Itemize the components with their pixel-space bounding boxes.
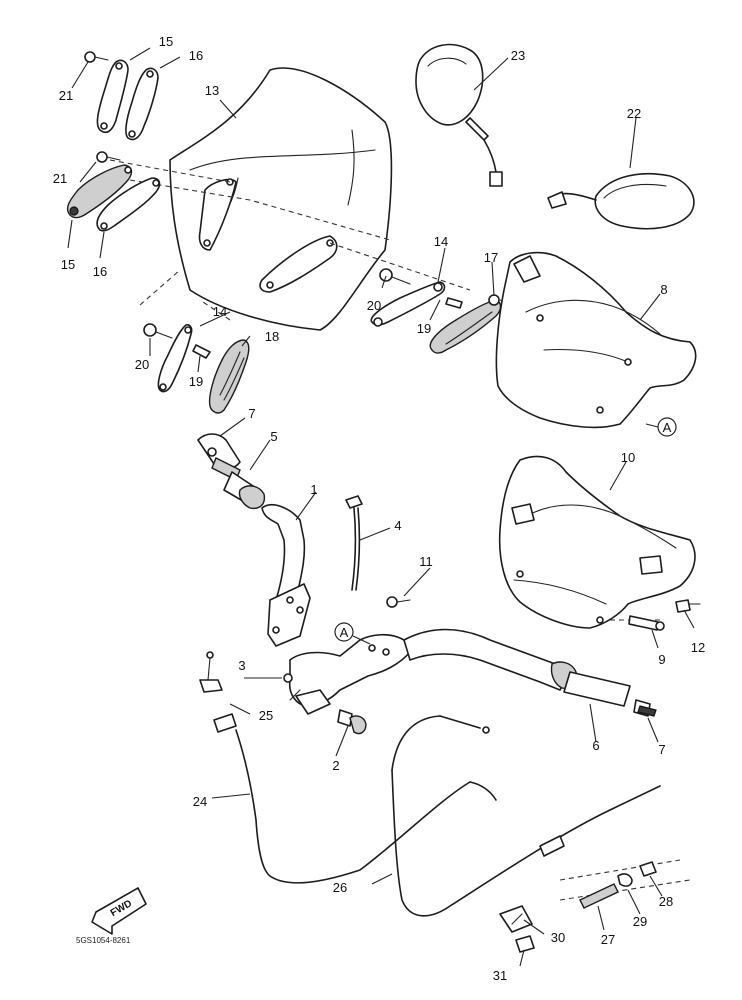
left-mount-stay	[143, 323, 250, 414]
adjuster-27-29	[559, 859, 691, 909]
fwd-arrow: FWD	[91, 887, 147, 935]
callout-7: 7	[658, 742, 665, 757]
callout-30: 30	[551, 930, 565, 945]
callout-15: 15	[61, 257, 75, 272]
inner-panel	[498, 455, 696, 629]
harness-clip-4	[345, 495, 363, 591]
callout-9: 9	[658, 652, 665, 667]
callout-4: 4	[394, 518, 401, 533]
handlebar-clamp	[288, 633, 411, 715]
callout-15: 15	[159, 34, 173, 49]
cable-26	[391, 715, 661, 917]
callout-13: 13	[205, 83, 219, 98]
mirror-left	[415, 43, 503, 187]
callout-17: 17	[484, 250, 498, 265]
callout-16: 16	[93, 264, 107, 279]
callout-19: 19	[417, 321, 431, 336]
callout-20: 20	[135, 357, 149, 372]
callout-2: 2	[332, 758, 339, 773]
callout-22: 22	[627, 106, 641, 121]
callout-14: 14	[434, 234, 448, 249]
callout-20: 20	[367, 298, 381, 313]
callout-25: 25	[259, 708, 273, 723]
reference-a-cowl: A	[645, 417, 677, 437]
ref-label-a: A	[663, 420, 672, 435]
handlebar-left	[261, 504, 311, 647]
callout-8: 8	[660, 282, 667, 297]
callout-26: 26	[333, 880, 347, 895]
callout-16: 16	[189, 48, 203, 63]
upper-bracket-set	[66, 51, 161, 232]
callout-12: 12	[691, 640, 705, 655]
windshield	[169, 67, 393, 331]
callout-labels: 15 16 13 21 21 15 16 14 18 20 19 7 5 1 4…	[53, 34, 705, 983]
callout-21: 21	[53, 171, 67, 186]
drawing-code: 5GS1054-8261	[76, 936, 131, 945]
nut-2	[337, 709, 367, 735]
handlebar-right	[403, 628, 657, 717]
leader-lines	[67, 47, 695, 967]
bolt-11	[386, 596, 411, 608]
callout-19: 19	[189, 374, 203, 389]
ref-label-a: A	[340, 625, 349, 640]
throttle-cable-24	[199, 651, 497, 884]
screws-9-12	[628, 599, 701, 631]
bolt-3	[283, 673, 293, 683]
mirror-right	[547, 173, 695, 230]
callout-3: 3	[238, 658, 245, 673]
grip-top	[197, 433, 266, 510]
callout-14: 14	[213, 304, 227, 319]
callout-18: 18	[265, 329, 279, 344]
callout-31: 31	[493, 968, 507, 983]
callout-6: 6	[592, 738, 599, 753]
callout-21: 21	[59, 88, 73, 103]
bolt-31	[515, 935, 535, 953]
bracket-30	[499, 905, 533, 933]
right-mount-stay	[370, 268, 502, 354]
cowl	[495, 251, 697, 429]
reference-a-bar: A	[334, 622, 371, 645]
callout-11: 11	[419, 554, 433, 569]
callout-23: 23	[511, 48, 525, 63]
callout-1: 1	[310, 482, 317, 497]
callout-5: 5	[270, 429, 277, 444]
callout-29: 29	[633, 914, 647, 929]
callout-7: 7	[248, 406, 255, 421]
callout-10: 10	[621, 450, 635, 465]
callout-28: 28	[659, 894, 673, 909]
callout-24: 24	[193, 794, 207, 809]
callout-27: 27	[601, 932, 615, 947]
